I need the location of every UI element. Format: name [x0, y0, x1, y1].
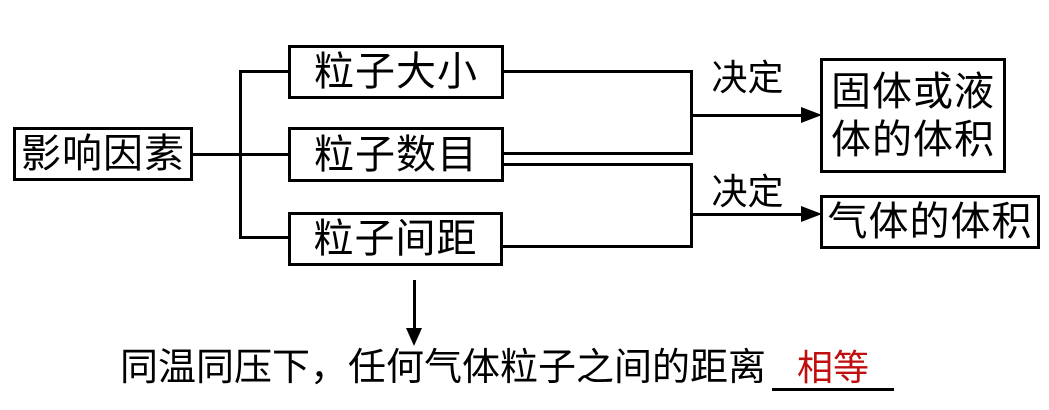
node-influencing-factors: 影响因素 [13, 127, 193, 181]
node-particle-size-label: 粒子大小 [314, 49, 478, 94]
connector-trunk-to-spacing [239, 236, 288, 239]
footnote-answer-blank: 相等 [772, 348, 895, 391]
footnote-sentence: 同温同压下，任何气体粒子之间的距离相等 [120, 346, 895, 391]
arrow-to-gas-shaft [693, 213, 803, 216]
node-particle-spacing-label: 粒子间距 [313, 216, 478, 261]
node-gas-volume-label: 气体的体积 [827, 199, 1033, 244]
connector-spacing-right [503, 245, 690, 248]
footnote-text: 同温同压下，任何气体粒子之间的距离 [120, 347, 767, 389]
connector-trunk-vertical [239, 70, 242, 239]
connector-number-right-lower [504, 163, 690, 166]
node-particle-size: 粒子大小 [288, 45, 504, 99]
connector-number-right-upper [504, 152, 690, 155]
connector-trunk-to-size [239, 70, 288, 73]
arrow-to-solid-liquid-head-icon [801, 107, 822, 123]
node-particle-number: 粒子数目 [288, 127, 504, 182]
edge-label-determines-1: 决定 [711, 58, 784, 98]
connector-bracket1-vertical [690, 70, 693, 155]
connector-bracket2-vertical [690, 163, 693, 248]
connector-size-right [504, 70, 693, 73]
arrow-to-solid-liquid-shaft [693, 114, 803, 117]
node-solid-liquid-volume-label: 固体或液体的体积 [831, 68, 995, 162]
arrow-to-gas-head-icon [801, 206, 822, 222]
arrow-down-shaft [413, 280, 416, 330]
node-gas-volume: 气体的体积 [820, 195, 1040, 249]
node-particle-number-label: 粒子数目 [314, 131, 478, 177]
edge-label-determines-2: 决定 [711, 172, 784, 212]
arrow-down-head-icon [406, 328, 422, 346]
node-particle-spacing: 粒子间距 [288, 212, 503, 266]
node-influencing-factors-label: 影响因素 [21, 131, 185, 176]
node-solid-liquid-volume: 固体或液体的体积 [820, 58, 1006, 173]
